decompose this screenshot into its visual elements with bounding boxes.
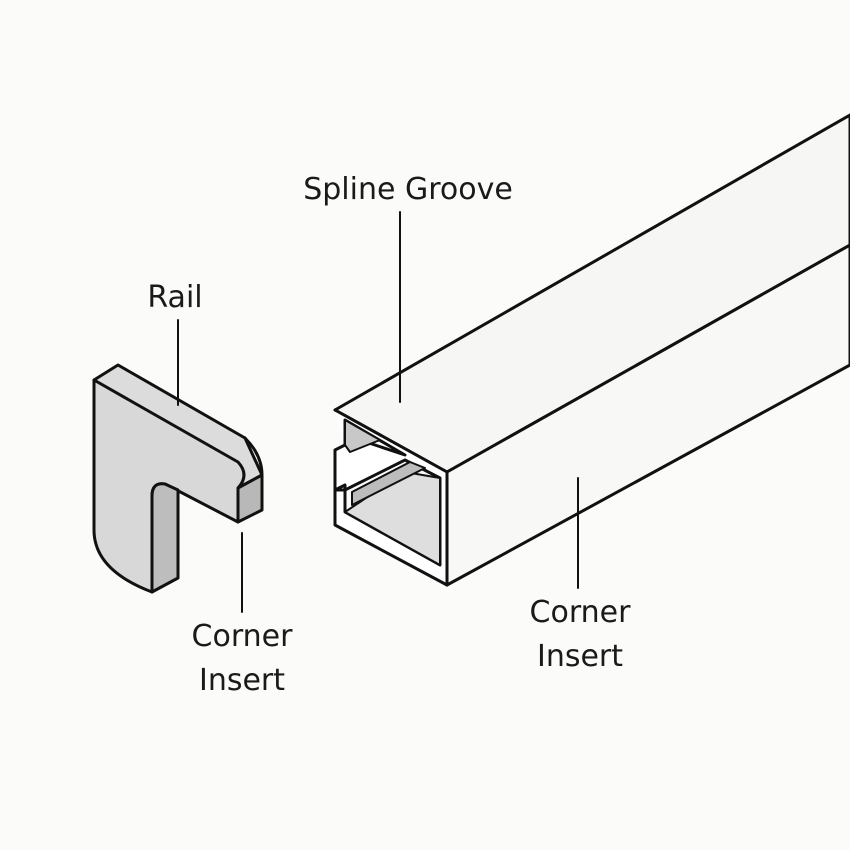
label-rail: Rail [147, 280, 203, 315]
spline-groove-slot [351, 461, 426, 506]
label-line: Corner [191, 619, 293, 654]
label-line: Corner [529, 595, 631, 630]
corner-insert-notch-face [150, 482, 180, 594]
label-corner-insert-left: Corner Insert [192, 615, 293, 703]
label-line: Insert [198, 663, 286, 698]
label-line: Insert [536, 639, 624, 674]
label-corner-insert-right: Corner Insert [530, 591, 631, 679]
corner-insert-piece [92, 363, 264, 594]
corner-insert-bevel-face [236, 473, 264, 524]
channel-beam [333, 113, 850, 587]
label-spline-groove: Spline Groove [303, 172, 513, 207]
